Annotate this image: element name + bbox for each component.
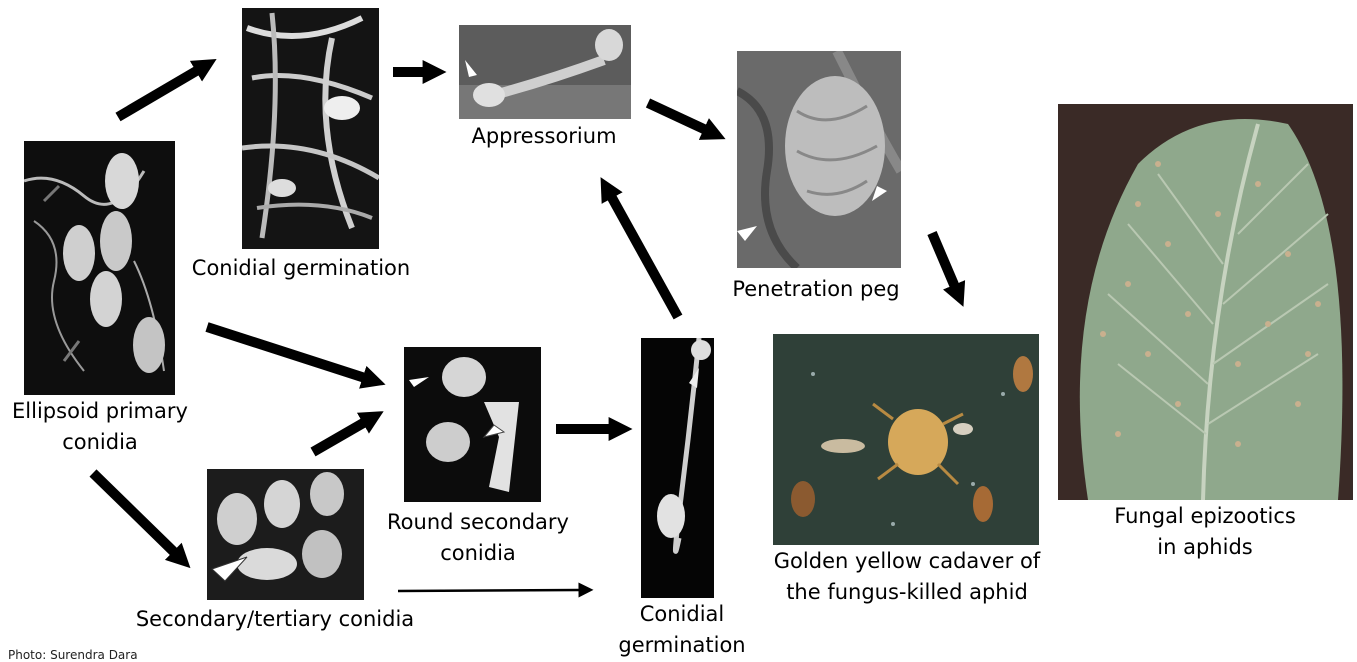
round-secondary-conidia-label: Round secondary conidia [378,507,578,569]
photo-credit: Photo: Surendra Dara [8,648,138,662]
arrow-secondary-to-germination-thin [398,590,580,591]
conidial-germination-bottom-label: Conidial germination [606,599,758,661]
conidial-germination-top-label: Conidial germination [186,253,416,284]
arrow-primary-to-round [207,327,365,378]
arrow-primary-to-germination [118,70,198,117]
arrow-appressorium-to-peg [648,103,706,130]
penetration-peg-label: Penetration peg [726,274,906,305]
appressorium-label: Appressorium [459,121,629,152]
fungal-epizootics-label: Fungal epizootics in aphids [1095,501,1315,563]
arrow-secondary-to-round [313,422,365,452]
ellipsoid-primary-conidia-label: Ellipsoid primary conidia [2,396,198,458]
arrow-germination-to-appressorium-up [611,196,678,317]
arrow-primary-to-secondary [93,473,175,553]
arrow-peg-to-cadaver [932,233,955,287]
golden-cadaver-label: Golden yellow cadaver of the fungus-kill… [762,546,1052,608]
secondary-tertiary-conidia-label: Secondary/tertiary conidia [130,604,420,635]
